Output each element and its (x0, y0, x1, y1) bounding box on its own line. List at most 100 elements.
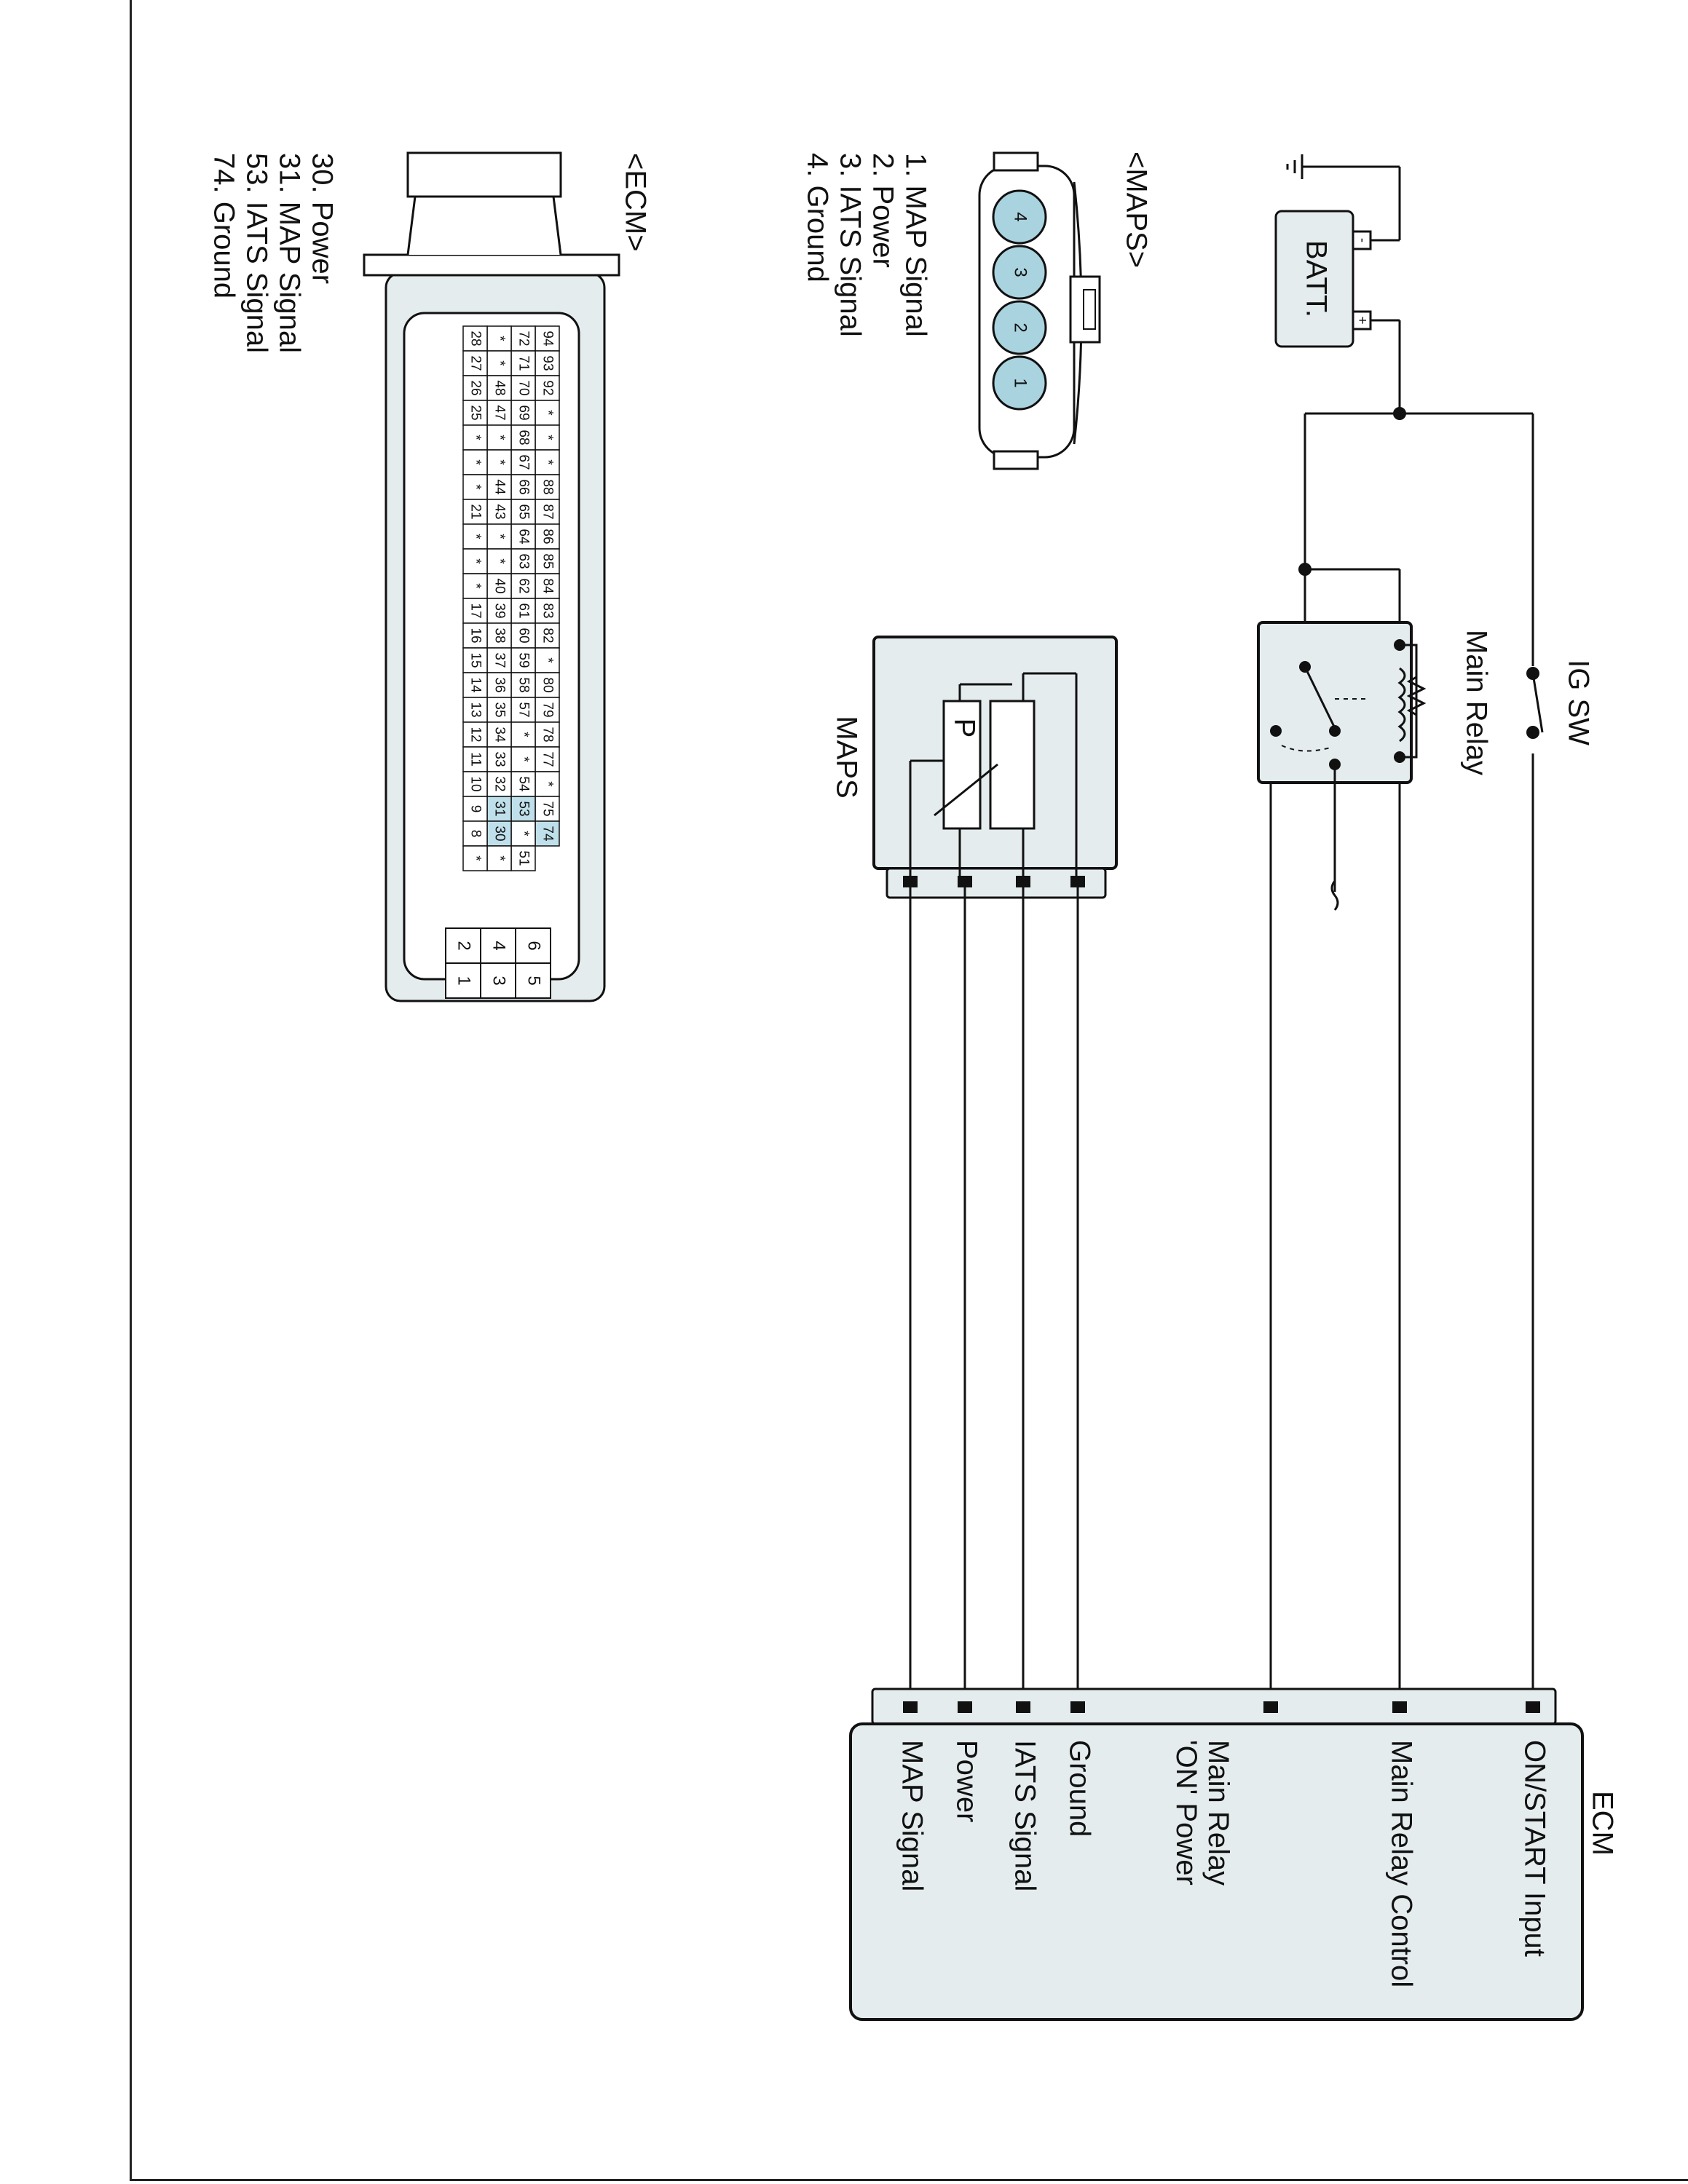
ecm-pin-number: 64 (516, 529, 531, 545)
ecm-pin-map-signal: MAP Signal (896, 1740, 928, 1891)
ecm-pin-number: 11 (468, 752, 483, 767)
maps-connector-title: <MAPS> (1120, 151, 1152, 268)
ecm-pin-number: 78 (540, 727, 555, 742)
ecm-pin-number: 69 (516, 405, 531, 420)
ignition-switch: IG SW (1522, 660, 1594, 753)
ecm-pin-number: 51 (516, 850, 531, 866)
ecm-pin-number: * (516, 732, 531, 737)
ecm-pin-number: 77 (540, 751, 555, 767)
ecm-pin-cell (486, 820, 512, 847)
ecm-pin-cell (535, 325, 560, 352)
ecm-pin-number: * (468, 484, 483, 490)
ecm-pin-number: 72 (516, 331, 531, 346)
ecm-pin-number: 35 (492, 702, 507, 717)
ecm-pin-cell (510, 598, 536, 624)
ecm-pin-number: 13 (468, 702, 483, 717)
ecm-pin-number: 68 (516, 430, 531, 445)
ecm-pin-number: 63 (516, 553, 531, 569)
ecm-pin-number: 17 (468, 603, 483, 618)
ecm-pin-number: 21 (468, 504, 483, 519)
ground-symbol (1286, 154, 1401, 242)
ecm-pin-number: 66 (516, 479, 531, 494)
ecm-pin-cell (462, 746, 488, 772)
ecm-pin-number: 75 (540, 801, 555, 816)
ecm-power-pin-number: 1 (454, 976, 474, 985)
ecm-pin-number: 61 (516, 603, 531, 618)
maps-sensor-label: MAPS (830, 716, 862, 798)
ecm-pin-cell (462, 573, 488, 599)
maps-cavity-label-2: 2 (1011, 323, 1030, 332)
ecm-pin-cell (462, 820, 488, 847)
ecm-pin-number: 34 (492, 727, 507, 743)
ecm-pin-iats-signal: IATS Signal (1009, 1740, 1041, 1891)
maps-legend-3: 3. IATS Signal (834, 153, 866, 337)
ecm-pin-number: * (540, 410, 555, 416)
maps-cavity-label-1: 1 (1011, 378, 1030, 387)
ecm-pin-number: 27 (468, 355, 483, 371)
ecm-pin-number: 88 (540, 479, 555, 494)
ecm-pin-number: 62 (516, 578, 531, 593)
maps-legend-1: 1. MAP Signal (899, 153, 931, 337)
ecm-pin-number: 92 (540, 380, 555, 395)
ecm-pin-number: 85 (540, 553, 555, 569)
maps-cavity-4 (992, 189, 1047, 245)
ecm-pin-number: * (468, 558, 483, 564)
ecm-power-pin-cell (445, 927, 481, 964)
ecm-pin-cell (510, 796, 536, 822)
battery-minus-label: - (1354, 238, 1370, 242)
ecm-pin-number: 82 (540, 628, 555, 643)
ecm-pin-cell (486, 647, 512, 673)
ecm-pin-power: Power (950, 1740, 982, 1822)
ecm-power-pin-number: 5 (524, 976, 544, 985)
ecm-pin-cell (535, 746, 560, 772)
ecm-pin-number: 60 (516, 628, 531, 643)
ecm-pin-cell (510, 820, 536, 847)
battery-label: BATT. (1300, 240, 1332, 317)
ecm-pin-number: 93 (540, 355, 555, 371)
ecm-pin-number: 67 (516, 454, 531, 470)
ecm-legend-53: 53. IATS Signal (240, 153, 272, 353)
ecm-pin-number: 39 (492, 603, 507, 618)
ecm-pin-number: 79 (540, 702, 555, 717)
ecm-pin-cell (486, 449, 512, 475)
ecm-pin-cell (535, 375, 560, 401)
ecm-pin-number: 28 (468, 331, 483, 346)
ecm-pin-number: 30 (492, 826, 507, 841)
ecm-pin-cell (462, 400, 488, 426)
main-relay-label: Main Relay (1460, 630, 1492, 775)
ecm-pin-ground: Ground (1063, 1740, 1095, 1837)
maps-legend-2: 2. Power (867, 153, 899, 268)
maps-cavity-1 (992, 355, 1047, 411)
ecm-pin-cell (510, 400, 536, 426)
ecm-pin-number: 33 (492, 751, 507, 767)
ecm-pin-number: 38 (492, 628, 507, 643)
ecm-pin-number: * (540, 435, 555, 440)
ecm-title: ECM (1586, 1791, 1618, 1856)
ecm-pin-cell (486, 548, 512, 574)
ecm-pin-number: 58 (516, 677, 531, 692)
ecm-pin-cell (510, 449, 536, 475)
ecm-pin-number: 57 (516, 702, 531, 717)
ecm-pin-cell (462, 548, 488, 574)
ecm-pin-number: 9 (468, 805, 483, 813)
ecm-pin-cell (535, 721, 560, 748)
ecm-pin-cell (510, 771, 536, 797)
ecm-pin-number: 47 (492, 405, 507, 420)
ecm-pin-number: 37 (492, 652, 507, 668)
ecm-pin-cell (462, 845, 488, 871)
ecm-pin-cell (462, 474, 488, 500)
ecm-pin-number: * (468, 855, 483, 861)
ecm-pin-number: * (492, 459, 507, 465)
ecm-pin-cell (462, 598, 488, 624)
ecm-pin-cell (510, 672, 536, 698)
ecm-pin-cell (462, 424, 488, 451)
ecm-pin-number: 10 (468, 776, 483, 791)
ecm-pin-number: 44 (492, 479, 507, 495)
ecm-pin-number: * (468, 459, 483, 465)
ecm-pin-number: * (468, 583, 483, 589)
ecm-pin-number: 86 (540, 529, 555, 544)
ecm-pin-cell (510, 746, 536, 772)
ecm-pin-number: 65 (516, 504, 531, 519)
ecm-pin-number: 94 (540, 331, 555, 347)
ecm-power-pin-number: 6 (524, 941, 544, 950)
